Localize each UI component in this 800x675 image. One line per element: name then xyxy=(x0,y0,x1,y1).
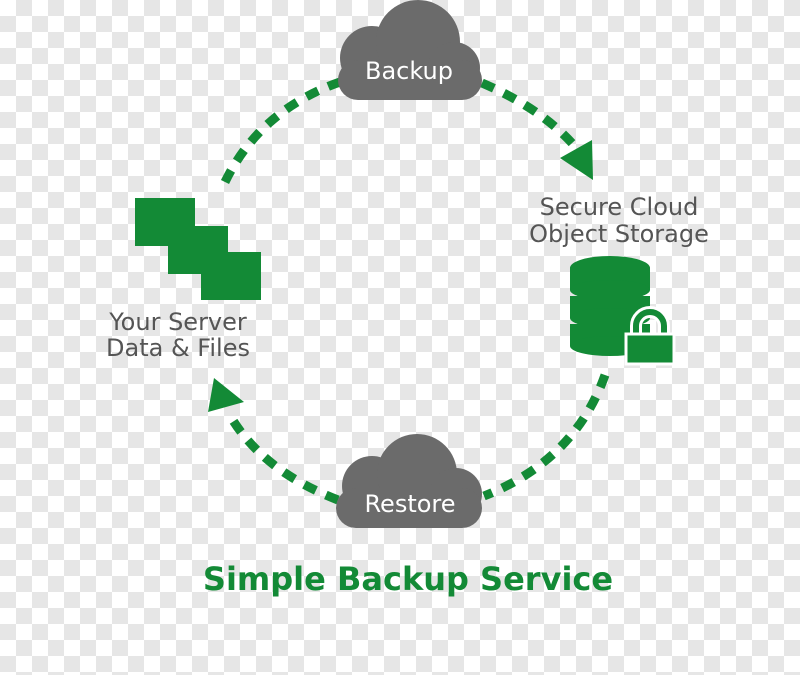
storage-label-line2: Object Storage xyxy=(529,220,709,248)
database-lock-icon xyxy=(570,256,676,366)
backup-cloud: Backup xyxy=(338,0,482,100)
cloud-icon xyxy=(338,0,482,100)
arrowhead-to-storage xyxy=(560,140,593,180)
restore-cloud: Restore xyxy=(336,434,482,528)
server-label-line2: Data & Files xyxy=(106,334,250,362)
arc-top-left xyxy=(220,77,342,184)
cycle-arrows xyxy=(220,77,610,505)
arc-bottom-left xyxy=(224,409,340,505)
backup-label: Backup xyxy=(365,57,453,85)
server-label-line1: Your Server xyxy=(108,308,247,336)
lock-icon xyxy=(624,306,676,366)
diagram-title: Simple Backup Service xyxy=(203,560,613,598)
arc-top-right xyxy=(480,78,582,153)
arc-bottom-right xyxy=(482,373,610,501)
arrowhead-to-server xyxy=(208,378,244,412)
stacked-files-icon xyxy=(135,198,261,300)
cloud-icon xyxy=(336,434,482,528)
restore-label: Restore xyxy=(364,490,455,518)
storage-label-line1: Secure Cloud xyxy=(540,193,699,221)
